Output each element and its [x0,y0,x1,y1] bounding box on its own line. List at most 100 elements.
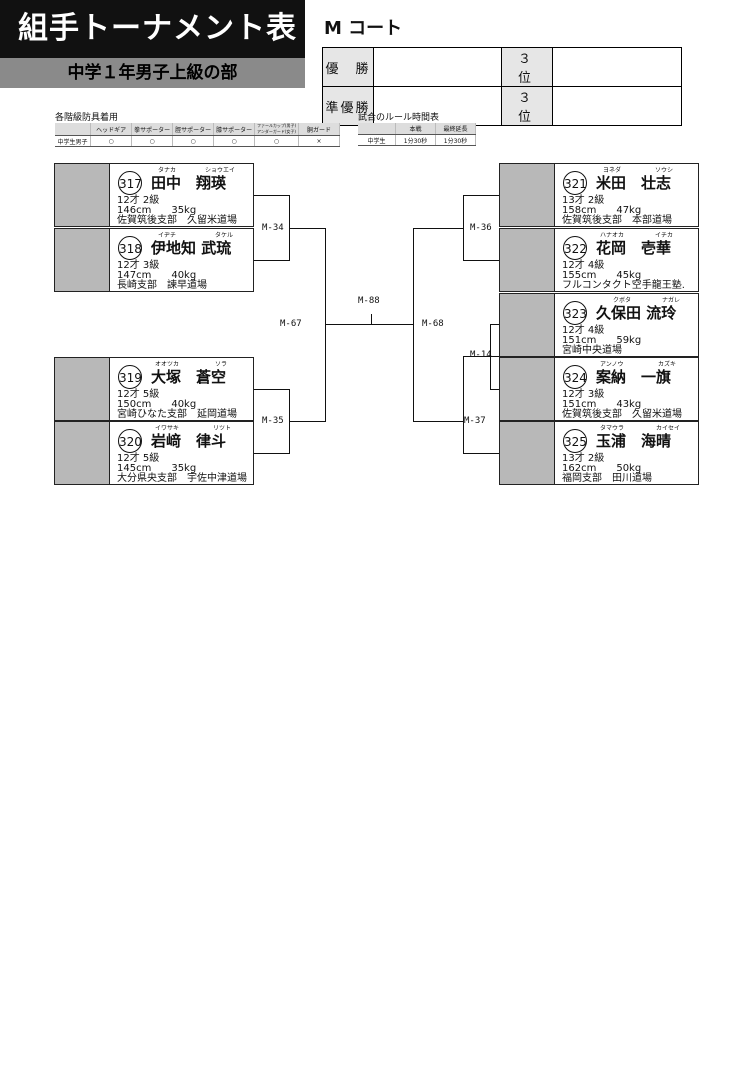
match-label: M-88 [358,296,380,306]
equipment-table: ヘッドギア 拳サポーター 脛サポーター 膝サポーター ファールカップ(男子)アン… [55,123,341,147]
third-label-1: ３ 位 [501,47,554,87]
seed-box [55,358,110,420]
player-info: 151cm 59kg [562,335,642,346]
player-kana: イヂチ [158,232,177,239]
bracket-line [463,195,464,261]
match-label: M-67 [280,319,302,329]
player-card[interactable]: 318 イヂチ タケル 伊地知 武琉 12才 3級 147cm 40kg 長崎支… [54,228,254,292]
rules-cell: 1分30秒 [395,134,436,146]
bracket-line [254,260,289,261]
player-info: 155cm 45kg [562,270,642,281]
bracket-line [463,195,499,196]
player-number: 323 [563,301,587,325]
match-label: M-36 [470,223,492,233]
player-card[interactable]: 321 ヨネダ ソウシ 米田 壮志 13才 2級 158cm 47kg 佐賀筑後… [499,163,699,227]
player-name: 久保田 流玲 [596,304,677,322]
player-dojo: 佐賀筑後支部 久留米道場 [562,409,682,420]
third-field-2[interactable] [552,86,682,126]
player-dojo: フルコンタクト空手龍王塾. [562,280,685,291]
player-kana: ソウシ [655,167,674,174]
player-card[interactable]: 322 ハナオカ イチカ 花岡 壱華 12才 4級 155cm 45kg フルコ… [499,228,699,292]
player-kana: カズキ [658,361,677,368]
equipment-cell: ○ [131,135,174,147]
runner-up-label: 準優勝 [322,86,374,126]
seed-box [55,229,110,291]
equipment-cell: × [298,135,341,147]
player-info: 162cm 50kg [562,463,642,474]
player-info: 13才 2級 [562,195,605,206]
equipment-header: ヘッドギア [90,123,133,136]
player-card[interactable]: 324 アンノウ カズキ 案納 一旗 12才 3級 151cm 43kg 佐賀筑… [499,357,699,421]
results-table: 優 勝 ３ 位 準優勝 ３ 位 [322,47,682,126]
seed-box [500,164,555,226]
player-info: 12才 4級 [562,260,605,271]
bracket-line [325,228,326,422]
player-name: 花岡 壱華 [596,239,672,257]
bracket-line [463,356,464,454]
player-info: 13才 2級 [562,453,605,464]
seed-box [500,358,555,420]
player-number: 319 [118,365,142,389]
player-info: 12才 4級 [562,325,605,336]
bracket-line [490,389,499,390]
bracket-line [413,421,463,422]
player-kana: ショウエイ [205,167,236,174]
rules-table: 本戦 最終延長 中学生 1分30秒 1分30秒 [358,123,477,146]
player-name: 米田 壮志 [596,174,672,192]
player-name: 岩﨑 律斗 [151,432,227,450]
equipment-header: 膝サポーター [213,123,256,136]
player-kana: リツト [213,425,232,432]
player-card[interactable]: 317 タナカ ショウエイ 田中 翔瑛 12才 2級 146cm 35kg 佐賀… [54,163,254,227]
third-label-2: ３ 位 [501,86,554,126]
player-number: 322 [563,236,587,260]
player-number: 320 [118,429,142,453]
player-name: 玉浦 海晴 [596,432,672,450]
court-label: M コート [324,18,403,39]
equipment-cell: ○ [254,135,299,147]
equipment-header [55,123,92,136]
seed-box [500,229,555,291]
player-kana: タマウラ [600,425,625,432]
match-label: M-37 [464,416,486,426]
player-number: 324 [563,365,587,389]
player-kana: イチカ [655,232,674,239]
bracket-line [413,228,414,422]
bracket-line [463,453,499,454]
player-card[interactable]: 325 タマウラ カイセイ 玉浦 海晴 13才 2級 162cm 50kg 福岡… [499,421,699,485]
player-name: 田中 翔瑛 [151,174,227,192]
match-label: M-35 [262,416,284,426]
third-field-1[interactable] [552,47,682,87]
player-info: 12才 2級 [117,195,160,206]
bracket-line [325,324,372,325]
equipment-cell: 中学生男子 [55,135,92,147]
winner-field[interactable] [372,47,503,87]
page-title: 組手トーナメント表 [0,0,305,58]
player-card[interactable]: 320 イワサキ リツト 岩﨑 律斗 12才 5級 145cm 35kg 大分県… [54,421,254,485]
rules-cell: 1分30秒 [435,134,477,146]
player-info: 146cm 35kg [117,205,197,216]
bracket-line [463,260,499,261]
player-kana: オオツカ [155,361,180,368]
rules-cell: 中学生 [358,134,396,146]
player-name: 案納 一旗 [596,368,672,386]
seed-box [500,422,555,484]
equipment-cell: ○ [213,135,256,147]
division-title: 中学１年男子上級の部 [0,58,305,88]
bracket-line [289,228,325,229]
player-kana: タケル [215,232,234,239]
rules-title: 試合のルール時間表 [358,113,440,123]
player-info: 12才 3級 [562,389,605,400]
player-card[interactable]: 319 オオツカ ソラ 大塚 蒼空 12才 5級 150cm 40kg 宮崎ひな… [54,357,254,421]
bracket-line [463,356,499,357]
player-kana: イワサキ [155,425,180,432]
match-label: M-14 [470,350,492,360]
player-dojo: 佐賀筑後支部 本部道場 [562,215,672,226]
player-info: 12才 5級 [117,389,160,400]
player-card[interactable]: 323 クボタ ナガレ 久保田 流玲 12才 4級 151cm 59kg 宮崎中… [499,293,699,357]
seed-box [55,422,110,484]
bracket-line [254,389,289,390]
bracket-line [254,453,289,454]
bracket-line [490,324,491,390]
player-info: 147cm 40kg [117,270,197,281]
player-kana: カイセイ [656,425,681,432]
